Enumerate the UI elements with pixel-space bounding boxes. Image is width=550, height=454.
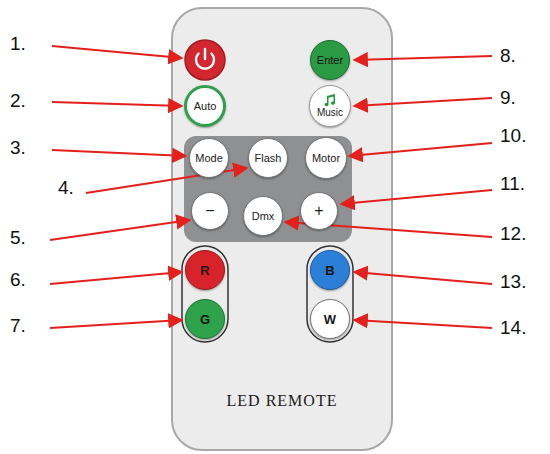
key-panel — [184, 136, 352, 242]
power-button — [185, 40, 225, 80]
remote-button: Enter — [310, 40, 350, 80]
colour-pair-outline — [307, 246, 353, 342]
callout-number: 7. — [10, 316, 26, 335]
remote-button: − — [191, 192, 229, 230]
button-label: Motor — [312, 153, 340, 164]
callout-number: 3. — [10, 138, 26, 157]
callout-number: 6. — [10, 270, 26, 289]
remote-button: Auto — [184, 85, 226, 127]
brand-text: LED REMOTE — [172, 392, 392, 410]
callout-number: 9. — [500, 88, 516, 107]
button-label: Dmx — [252, 211, 275, 222]
remote-button: Mode — [189, 138, 229, 178]
music-note-icon — [323, 94, 337, 107]
remote-body: LED REMOTE EnterAutoMusicMode Flash Motor − D… — [172, 8, 392, 450]
remote-button: W — [310, 299, 350, 339]
button-label: Enter — [317, 55, 343, 66]
button-label: R — [200, 264, 209, 277]
button-label: Auto — [194, 101, 217, 112]
button-label: B — [325, 264, 334, 277]
callout-number: 11. — [500, 174, 525, 193]
callout-number: 5. — [10, 228, 26, 247]
button-label: Mode — [195, 153, 223, 164]
leader-arrows — [50, 46, 492, 328]
remote-button: Flash — [248, 138, 288, 178]
remote-housing — [172, 8, 392, 450]
button-label: W — [324, 313, 336, 326]
callout-number: 14. — [500, 318, 526, 337]
button-label: + — [314, 203, 323, 219]
button-label: G — [200, 313, 210, 326]
colour-pair-outline — [182, 246, 228, 342]
callout-number: 12. — [500, 224, 526, 243]
callout-number: 8. — [500, 46, 516, 65]
callout-number: 2. — [10, 91, 26, 110]
button-label: Music — [317, 108, 343, 118]
button-label: − — [205, 203, 214, 219]
callout-number: 10. — [500, 126, 526, 145]
remote-button: Music — [309, 85, 351, 127]
remote-button: Motor — [305, 137, 347, 179]
remote-button: G — [185, 299, 225, 339]
callout-number: 4. — [58, 178, 74, 197]
remote-button: B — [310, 250, 350, 290]
remote-button: + — [300, 192, 338, 230]
callout-number: 1. — [10, 34, 26, 53]
power-icon — [204, 49, 206, 59]
remote-button: Dmx — [243, 196, 283, 236]
callout-number: 13. — [500, 272, 526, 291]
button-label: Flash — [255, 153, 282, 164]
remote-button: R — [185, 250, 225, 290]
